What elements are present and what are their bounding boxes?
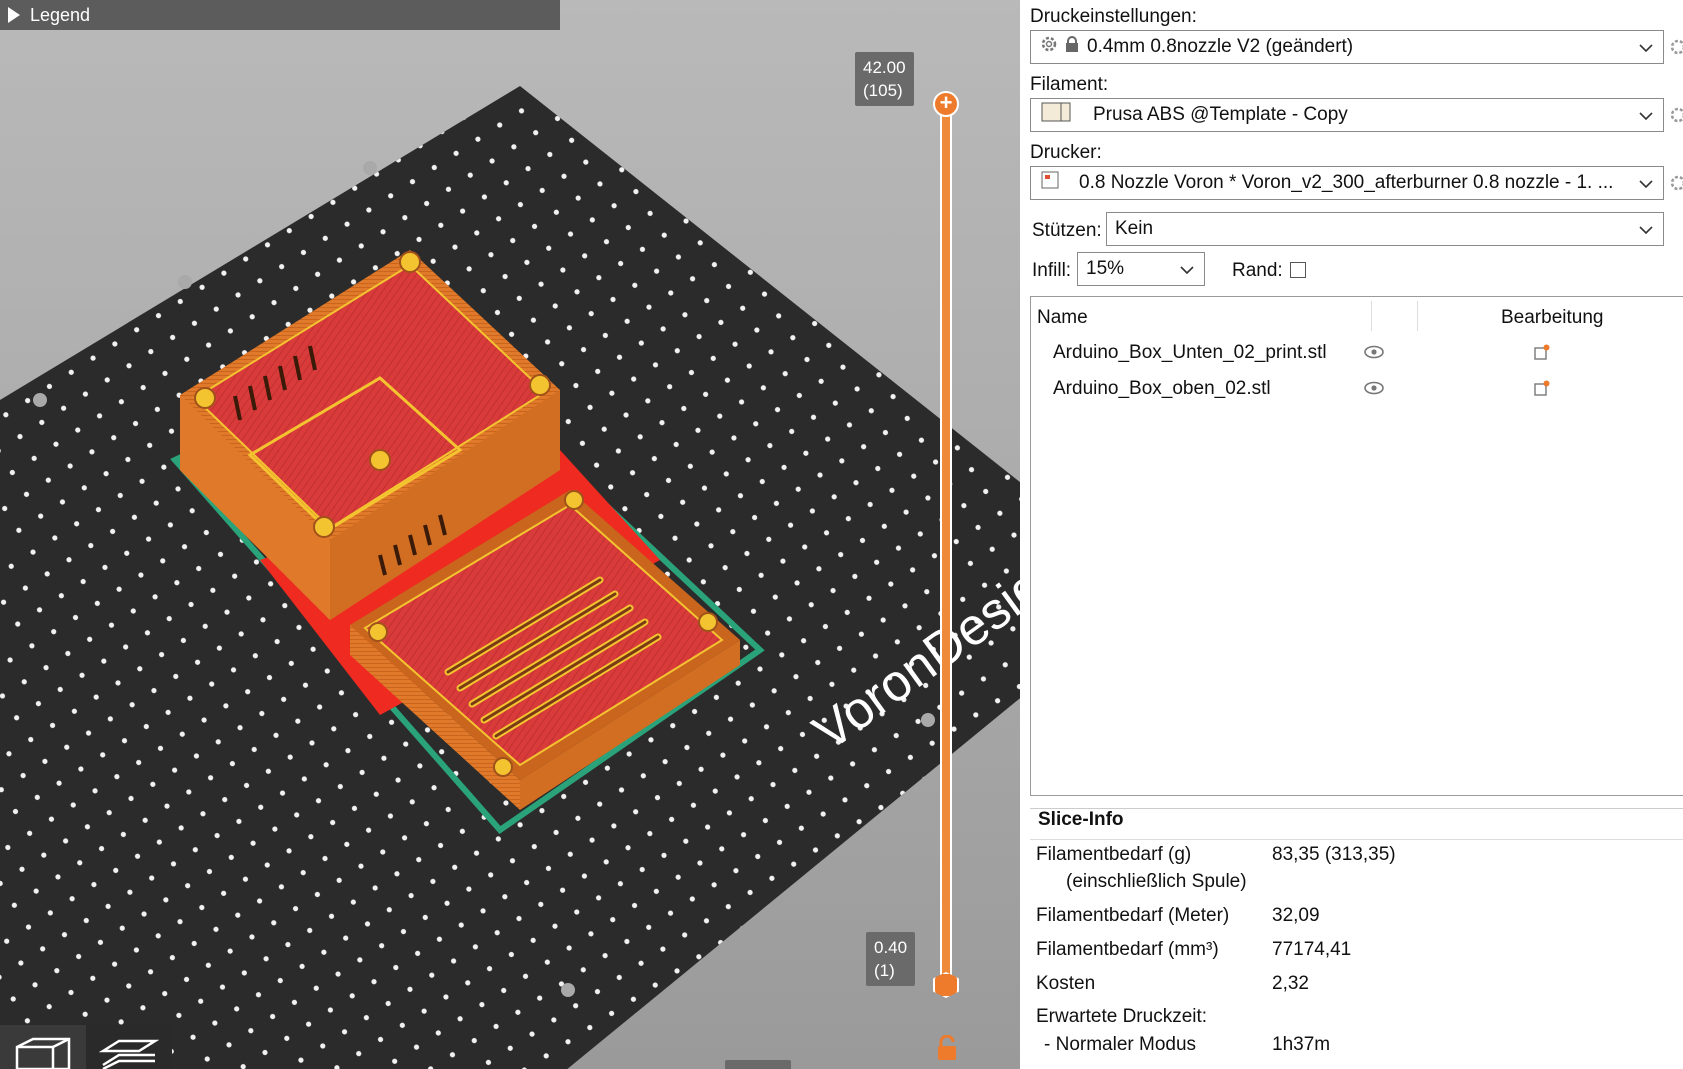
slider-top-handle[interactable]: +: [933, 91, 959, 117]
legend-toggle[interactable]: Legend: [0, 0, 560, 30]
bottom-height-value: 0.40: [874, 938, 908, 957]
cube-icon: [15, 1037, 71, 1069]
model-arduino-box-oben: [350, 490, 740, 810]
printer-label: Drucker:: [1030, 142, 1102, 163]
bed-notches: [33, 161, 935, 997]
top-height-value: 42.00: [863, 58, 906, 77]
printer-gear-icon[interactable]: [1670, 175, 1683, 191]
settings-gear-icon[interactable]: [1670, 39, 1683, 55]
cost-value: 2,32: [1272, 973, 1309, 994]
print-bed-scene[interactable]: VoronDesign: [0, 0, 1020, 1069]
filament-m-value: 32,09: [1272, 905, 1320, 926]
chevron-down-icon: [1629, 36, 1663, 58]
plus-icon: +: [939, 90, 953, 115]
infill-value: 15%: [1086, 258, 1125, 279]
bottom-layer-number: (1): [874, 961, 895, 980]
view-3d-button[interactable]: [0, 1025, 86, 1069]
expand-triangle-icon: [8, 7, 20, 23]
list-item-name[interactable]: Arduino_Box_oben_02.stl: [1053, 378, 1271, 399]
filament-mm3-label: Filamentbedarf (mm³): [1036, 939, 1219, 960]
slice-info-panel: Slice-Info Filamentbedarf (g) (einschlie…: [1030, 808, 1683, 1067]
printer-icon: [1041, 171, 1059, 195]
eye-icon[interactable]: [1364, 381, 1384, 395]
list-item-name[interactable]: Arduino_Box_Unten_02_print.stl: [1053, 342, 1327, 363]
filament-color-icon: [1041, 102, 1071, 128]
print-time-label: Erwartete Druckzeit:: [1036, 1006, 1208, 1027]
print-settings-label: Druckeinstellungen:: [1030, 6, 1197, 27]
filament-mm3-value: 77174,41: [1272, 939, 1352, 960]
supports-label: Stützen:: [1032, 220, 1102, 241]
bottom-status-tab: [725, 1060, 791, 1069]
col-divider: [1417, 301, 1418, 331]
slider-top-tooltip: 42.00 (105): [855, 52, 914, 106]
slider-bottom-tooltip: 0.40 (1): [866, 932, 916, 986]
normal-mode-label: - Normaler Modus: [1044, 1034, 1197, 1055]
supports-value: Kein: [1115, 218, 1154, 239]
printer-combo[interactable]: 0.8 Nozzle Voron * Voron_v2_300_afterbur…: [1030, 166, 1664, 200]
col-header-name[interactable]: Name: [1037, 307, 1088, 328]
chevron-down-icon: [1629, 104, 1663, 126]
filament-combo[interactable]: Prusa ABS @Template - Copy: [1030, 98, 1664, 132]
col-header-edit[interactable]: Bearbeitung: [1501, 307, 1604, 328]
chevron-down-icon: [1170, 258, 1204, 280]
settings-panel: Druckeinstellungen: 0.4mm 0.8nozzle V2 (…: [1020, 0, 1683, 1069]
supports-combo[interactable]: Kein: [1106, 212, 1664, 246]
gear-icon: [1041, 36, 1057, 58]
brim-label: Rand:: [1232, 260, 1283, 281]
object-list[interactable]: Name Bearbeitung Arduino_Box_Unten_02_pr…: [1030, 296, 1683, 796]
cost-label: Kosten: [1036, 973, 1096, 994]
chevron-down-icon: [1629, 218, 1663, 240]
filament-label: Filament:: [1030, 74, 1109, 95]
3d-viewport[interactable]: VoronDesign Legend 42.00 (105) + 0.40 (1…: [0, 0, 1020, 1069]
normal-mode-value: 1h37m: [1272, 1034, 1331, 1055]
eye-icon[interactable]: [1364, 345, 1384, 359]
print-settings-value: 0.4mm 0.8nozzle V2 (geändert): [1087, 36, 1354, 57]
printer-value: 0.8 Nozzle Voron * Voron_v2_300_afterbur…: [1079, 172, 1614, 193]
edit-settings-icon[interactable]: [1534, 344, 1550, 360]
filament-m-label: Filamentbedarf (Meter): [1036, 905, 1230, 926]
filament-g-value: 83,35 (313,35): [1272, 844, 1396, 865]
filament-g-label: Filamentbedarf (g): [1036, 844, 1192, 865]
slice-info-divider: [1030, 839, 1683, 840]
filament-gear-icon[interactable]: [1670, 107, 1683, 123]
slice-info-title: Slice-Info: [1038, 809, 1124, 830]
lock-icon: [1065, 36, 1079, 58]
filament-g-sublabel: (einschließlich Spule): [1066, 871, 1247, 892]
layer-slider-track[interactable]: [940, 104, 952, 986]
brim-checkbox[interactable]: [1290, 262, 1306, 278]
view-layers-button[interactable]: [86, 1025, 172, 1069]
legend-label: Legend: [30, 4, 91, 25]
top-layer-number: (105): [863, 81, 903, 100]
model-arduino-box-unten: [180, 250, 560, 620]
col-divider: [1371, 301, 1372, 331]
infill-combo[interactable]: 15%: [1077, 252, 1205, 286]
view-mode-toggle: [0, 1025, 172, 1069]
unlocked-lock-icon[interactable]: [935, 1035, 959, 1061]
infill-label: Infill:: [1032, 260, 1072, 281]
filament-value: Prusa ABS @Template - Copy: [1093, 104, 1348, 125]
layers-icon: [99, 1039, 159, 1069]
print-settings-combo[interactable]: 0.4mm 0.8nozzle V2 (geändert): [1030, 30, 1664, 64]
edit-settings-icon[interactable]: [1534, 380, 1550, 396]
chevron-down-icon: [1629, 172, 1663, 194]
